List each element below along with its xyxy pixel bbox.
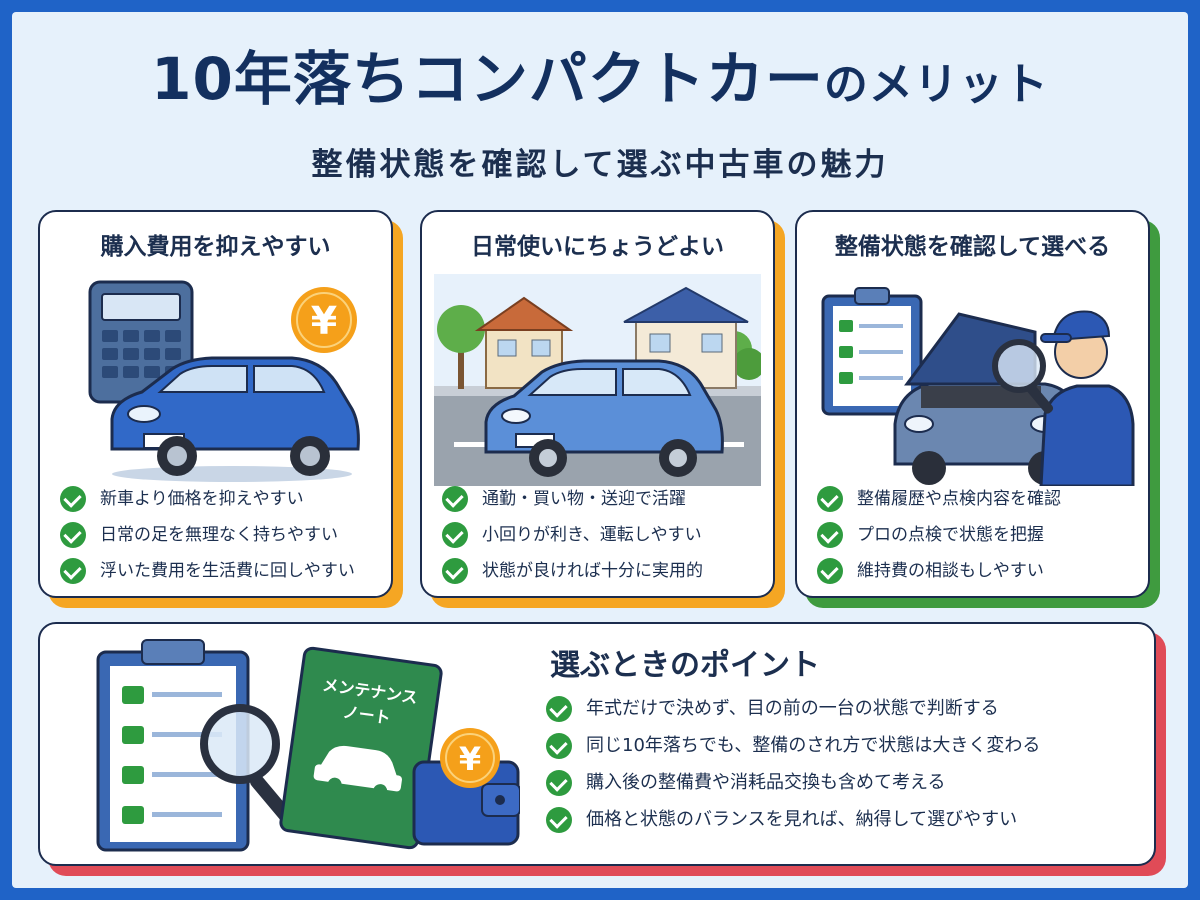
points-illustration: メンテナンス ノート ¥ — [96, 639, 520, 852]
check-icon — [817, 522, 843, 548]
check-icon — [442, 558, 468, 584]
magnifier-icon — [992, 339, 1054, 414]
wallet-icon — [412, 760, 520, 846]
page-title-main: 10年落ちコンパクトカー — [151, 45, 824, 113]
check-icon — [442, 486, 468, 512]
check-icon — [546, 733, 572, 759]
car-icon — [110, 356, 360, 482]
check-icon — [60, 558, 86, 584]
check-icon — [60, 486, 86, 512]
list-item: 同じ10年落ちでも、整備のされ方で状態は大きく変わる — [546, 733, 1040, 770]
list-item: 価格と状態のバランスを見れば、納得して選びやすい — [546, 807, 1040, 844]
list-item: 新車より価格を抑えやすい — [60, 486, 355, 522]
card-maintenance: 整備状態を確認して選べる — [795, 210, 1160, 608]
panel-body: メンテナンス ノート ¥ 選ぶときのポイント 年式だけで決めず、目 — [38, 622, 1156, 866]
coin-symbol: ¥ — [311, 299, 337, 343]
page-title: 10年落ちコンパクトカーのメリット — [0, 44, 1200, 120]
card-maintenance-illustration — [821, 287, 1135, 486]
card-body: 購入費用を抑えやすい ¥ — [38, 210, 393, 598]
points-title: 選ぶときのポイント — [550, 648, 820, 683]
check-icon — [546, 696, 572, 722]
card-checklist: 新車より価格を抑えやすい 日常の足を無理なく持ちやすい 浮いた費用を生活費に回し… — [60, 486, 355, 594]
check-icon — [817, 486, 843, 512]
list-item: 日常の足を無理なく持ちやすい — [60, 522, 355, 558]
list-item: 年式だけで決めず、目の前の一台の状態で判断する — [546, 696, 1040, 733]
list-item: 通勤・買い物・送迎で活躍 — [442, 486, 703, 522]
yen-coin-icon: ¥ — [440, 728, 500, 788]
list-item: 浮いた費用を生活費に回しやすい — [60, 558, 355, 594]
card-title: 日常使いにちょうどよい — [471, 234, 724, 260]
card-body: 整備状態を確認して選べる — [795, 210, 1150, 598]
list-item: プロの点検で状態を把握 — [817, 522, 1061, 558]
page-subtitle: 整備状態を確認して選ぶ中古車の魅力 — [311, 147, 889, 183]
clipboard-icon — [821, 287, 923, 416]
card-cost: 購入費用を抑えやすい ¥ — [38, 210, 403, 608]
mechanic-icon — [1039, 310, 1135, 486]
card-daily-use-illustration — [434, 274, 761, 486]
coin-symbol: ¥ — [459, 740, 481, 778]
check-icon — [442, 522, 468, 548]
calculator-icon — [88, 280, 194, 404]
page-title-tail: のメリット — [823, 59, 1049, 110]
card-title: 整備状態を確認して選べる — [834, 234, 1111, 260]
car-icon — [893, 312, 1083, 485]
list-item: 購入後の整備費や消耗品交換も含めて考える — [546, 770, 1040, 807]
list-item: 状態が良ければ十分に実用的 — [442, 558, 703, 594]
card-checklist: 通勤・買い物・送迎で活躍 小回りが利き、運転しやすい 状態が良ければ十分に実用的 — [442, 486, 703, 594]
car-icon — [484, 359, 724, 477]
list-item: 小回りが利き、運転しやすい — [442, 522, 703, 558]
yen-coin-icon: ¥ — [291, 287, 357, 353]
check-icon — [546, 770, 572, 796]
card-checklist: 整備履歴や点検内容を確認 プロの点検で状態を把握 維持費の相談もしやすい — [817, 486, 1061, 594]
card-title: 購入費用を抑えやすい — [100, 234, 331, 260]
card-body: 日常使いにちょうどよい — [420, 210, 775, 598]
card-cost-illustration: ¥ — [88, 280, 360, 482]
points-checklist: 年式だけで決めず、目の前の一台の状態で判断する 同じ10年落ちでも、整備のされ方… — [546, 696, 1040, 844]
check-icon — [817, 558, 843, 584]
points-panel: メンテナンス ノート ¥ 選ぶときのポイント 年式だけで決めず、目 — [38, 622, 1166, 876]
check-icon — [546, 807, 572, 833]
check-icon — [60, 522, 86, 548]
list-item: 整備履歴や点検内容を確認 — [817, 486, 1061, 522]
card-daily-use: 日常使いにちょうどよい — [420, 210, 785, 608]
list-item: 維持費の相談もしやすい — [817, 558, 1061, 594]
clipboard-icon — [96, 639, 250, 852]
notebook-icon: メンテナンス ノート — [279, 646, 443, 850]
